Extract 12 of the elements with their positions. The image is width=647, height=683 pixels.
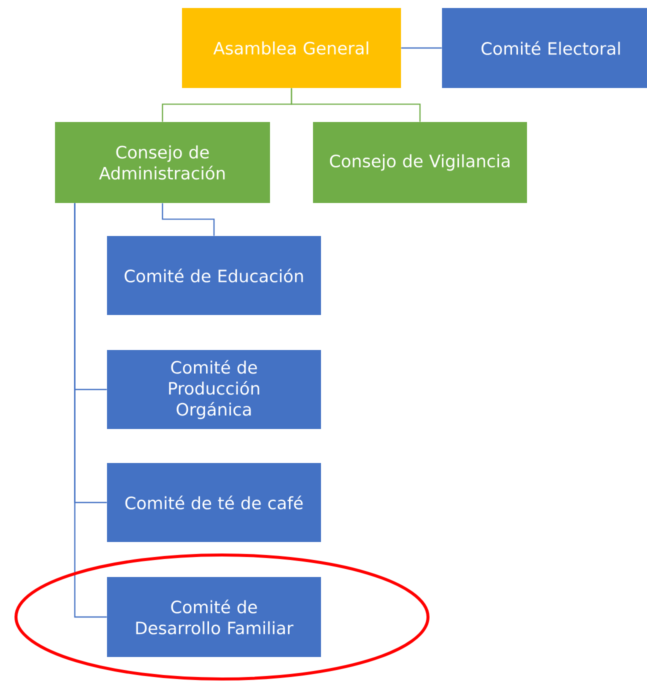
org-box: Comité Electoral [442,8,647,88]
org-box: Consejo de Administración [55,122,270,203]
org-box: Consejo de Vigilancia [313,122,527,203]
org-box: Comité de Educación [107,236,321,315]
org-box: Comité de Producción Orgánica [107,350,321,429]
org-box: Comité de Desarrollo Familiar [107,577,321,657]
connector-line [74,203,107,618]
org-box: Asamblea General [182,8,401,88]
connector-line [401,47,442,49]
connector-line [162,203,215,236]
connector-line [290,88,421,122]
org-box: Comité de té de café [107,463,321,542]
